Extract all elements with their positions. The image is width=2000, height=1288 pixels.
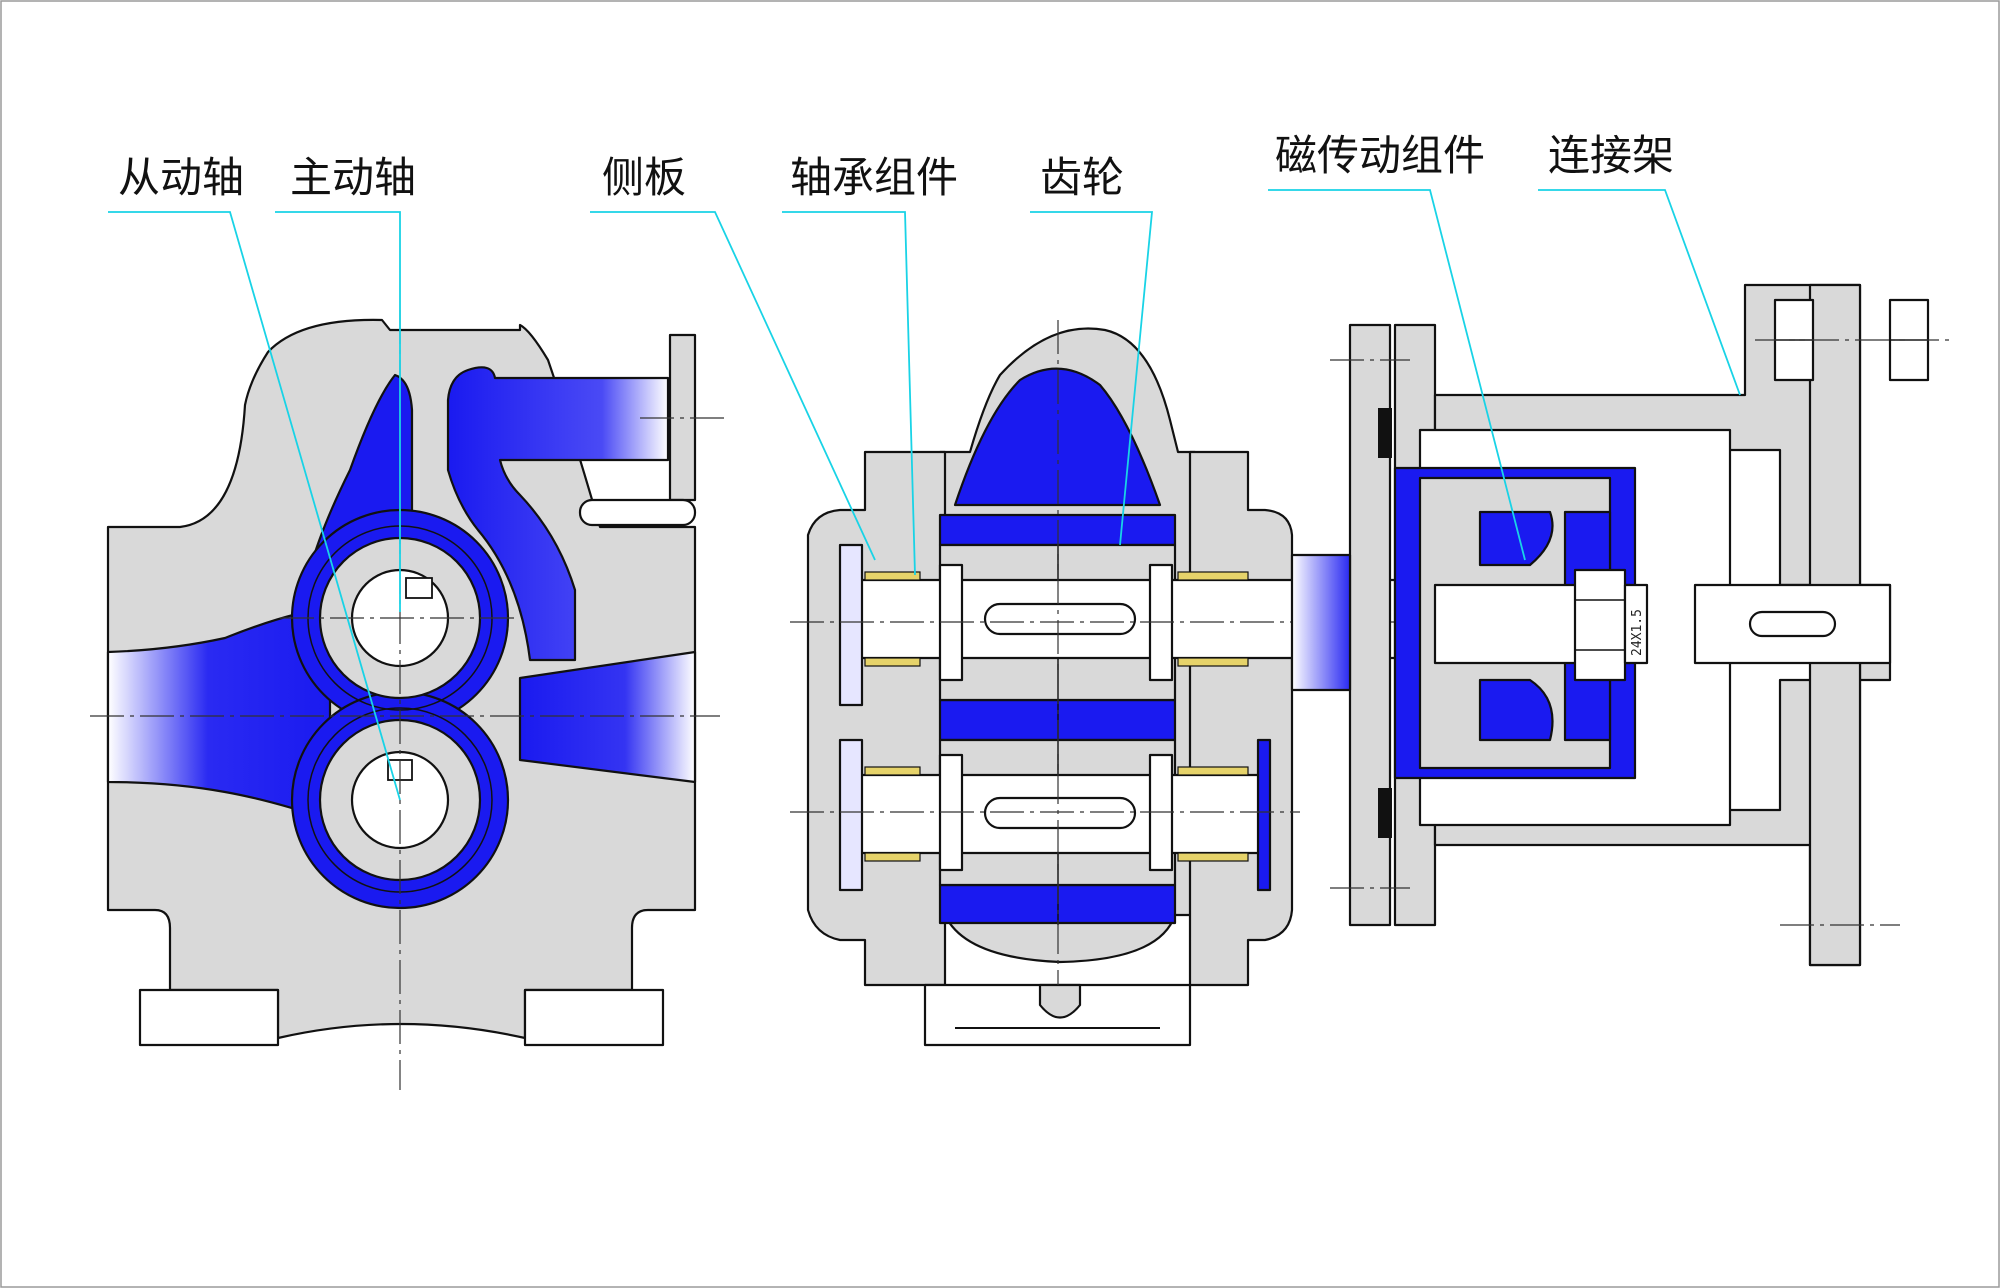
label-side-plate: 侧板 (602, 153, 686, 202)
outlet-flow (518, 650, 697, 784)
shaft-nut (1573, 568, 1627, 682)
pump-side-section (790, 320, 1880, 1047)
bearing-upper-left (864, 571, 921, 581)
label-magnetic-drive-assembly: 磁传动组件 (1275, 131, 1485, 180)
magnetic-coupling-section: 24X1.5 (1290, 283, 1950, 967)
top-channel (446, 366, 670, 662)
label-bearing-assembly: 轴承组件 (790, 153, 958, 202)
callout-labels: 从动轴 主动轴 侧板 轴承组件 齿轮 磁传动组件 连接架 (118, 131, 1674, 202)
label-gear: 齿轮 (1040, 153, 1124, 202)
label-driven-shaft: 从动轴 (118, 153, 244, 202)
housing-front-view (90, 310, 730, 1090)
nut-thread-label: 24X1.5 (1630, 609, 1645, 656)
label-drive-shaft: 主动轴 (290, 153, 416, 202)
leader-lines (108, 189, 1741, 801)
label-connecting-frame: 连接架 (1548, 131, 1674, 180)
